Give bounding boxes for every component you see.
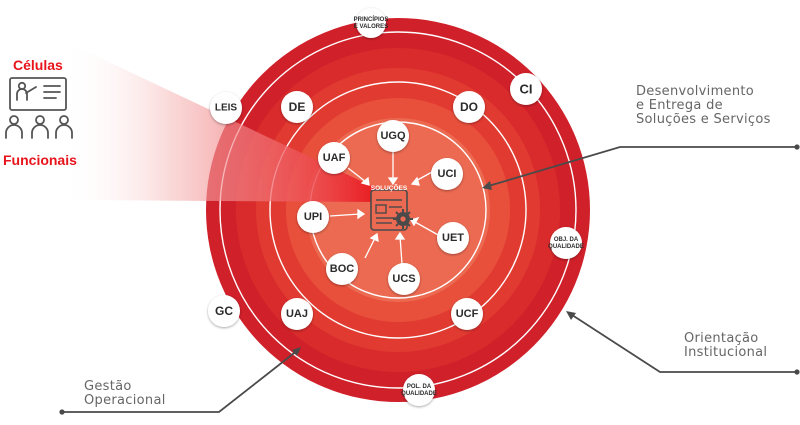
node-gc[interactable]: GC bbox=[208, 295, 240, 327]
callout-arrow-gestao bbox=[292, 347, 301, 356]
node-ucf[interactable]: UCF bbox=[451, 298, 483, 330]
callout-desenvolvimento-line2: e Entrega de bbox=[636, 98, 723, 113]
callout-gestao-line1: Gestão bbox=[84, 379, 132, 394]
center-label: SOLUÇÕES bbox=[371, 183, 408, 192]
node-uaj[interactable]: UAJ bbox=[281, 298, 313, 330]
node-leis[interactable]: LEIS bbox=[210, 92, 242, 124]
callout-line-desenvolvimento bbox=[484, 146, 795, 188]
callout-arrow-orientacao bbox=[566, 311, 576, 320]
node-ci-label: CI bbox=[520, 82, 533, 97]
callout-desenvolvimento-line3: Soluções e Serviços bbox=[636, 112, 771, 127]
callout-orientacao-line2: Institucional bbox=[684, 345, 768, 360]
middle-nodes: DE DO UAJ UCF bbox=[281, 91, 485, 330]
node-ucs-label: UCS bbox=[392, 273, 415, 285]
node-upi-label: UPI bbox=[304, 211, 322, 223]
callout-arrow-desenvolvimento bbox=[482, 181, 492, 190]
node-de-label: DE bbox=[289, 100, 306, 114]
node-obj-line2: QUALIDADE bbox=[548, 244, 584, 250]
node-obj-line1: OBJ. DA bbox=[554, 237, 579, 243]
node-leis-label: LEIS bbox=[215, 103, 238, 114]
node-ci[interactable]: CI bbox=[510, 73, 542, 105]
inner-arrows bbox=[329, 152, 441, 265]
node-ugq[interactable]: UGQ bbox=[377, 120, 409, 152]
node-ucf-label: UCF bbox=[456, 308, 479, 320]
node-uaf[interactable]: UAF bbox=[318, 142, 350, 174]
node-boc-label: BOC bbox=[330, 263, 355, 275]
node-pol-qualidade[interactable]: POL. DA QUALIDADE bbox=[401, 374, 437, 406]
callout-gestao-line2: Operacional bbox=[84, 393, 166, 408]
node-gc-label: GC bbox=[215, 304, 233, 318]
callout-orientacao-line1: Orientação bbox=[684, 331, 759, 346]
node-ucs[interactable]: UCS bbox=[388, 263, 420, 295]
outer-nodes: PRINCÍPIOS E VALORES CI LEIS OBJ. DA QUA… bbox=[208, 8, 584, 406]
node-principios-line1: PRINCÍPIOS bbox=[354, 15, 389, 23]
node-pol-line2: QUALIDADE bbox=[401, 391, 437, 397]
node-uci-label: UCI bbox=[438, 168, 457, 180]
node-uaj-label: UAJ bbox=[286, 308, 308, 320]
presentation-team-icon bbox=[5, 77, 73, 139]
node-uet-label: UET bbox=[442, 232, 464, 244]
callout-lines bbox=[59, 144, 800, 415]
callout-line-orientacao bbox=[568, 312, 795, 373]
node-boc[interactable]: BOC bbox=[326, 253, 358, 285]
node-uet[interactable]: UET bbox=[437, 222, 469, 254]
node-ugq-label: UGQ bbox=[380, 130, 406, 142]
funcionais-title: Funcionais bbox=[3, 152, 77, 168]
node-uci[interactable]: UCI bbox=[431, 158, 463, 190]
ring-outer-line bbox=[219, 31, 577, 389]
node-de[interactable]: DE bbox=[281, 91, 313, 123]
inner-nodes: UGQ UAF UCI UPI UET BOC UCS bbox=[297, 120, 469, 295]
callout-gestao: Gestão Operacional bbox=[84, 380, 166, 408]
node-obj-qualidade[interactable]: OBJ. DA QUALIDADE bbox=[548, 227, 584, 259]
ring-middle-line bbox=[269, 81, 527, 339]
node-do-label: DO bbox=[460, 100, 478, 114]
node-upi[interactable]: UPI bbox=[297, 201, 329, 233]
callout-desenvolvimento: Desenvolvimento e Entrega de Soluções e … bbox=[636, 85, 771, 127]
celulas-title: Células bbox=[13, 57, 63, 73]
document-gear-icon: SOLUÇÕES bbox=[370, 183, 413, 231]
node-principios[interactable]: PRINCÍPIOS E VALORES bbox=[354, 8, 389, 38]
node-principios-line2: E VALORES bbox=[354, 24, 388, 30]
node-pol-line1: POL. DA bbox=[407, 384, 432, 390]
callout-line-gestao bbox=[62, 349, 299, 413]
node-do[interactable]: DO bbox=[453, 91, 485, 123]
node-uaf-label: UAF bbox=[323, 152, 346, 164]
callout-desenvolvimento-line1: Desenvolvimento bbox=[636, 84, 755, 99]
callout-orientacao: Orientação Institucional bbox=[684, 332, 767, 360]
